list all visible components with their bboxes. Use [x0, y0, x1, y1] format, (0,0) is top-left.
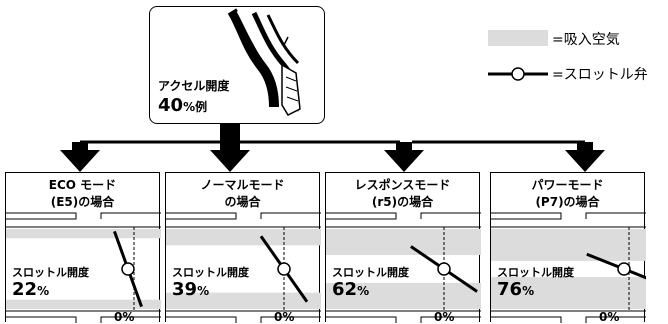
throttle-opening-label: スロットル開度 — [497, 266, 574, 279]
intake-air-band-lower — [6, 299, 161, 309]
intake-air-band-lower — [326, 282, 481, 309]
throttle-valve-legend-label: =スロットル弁 — [552, 67, 648, 83]
throttle-body-power — [491, 212, 646, 323]
normal-mode-title: ノーマルモードの場合 — [200, 178, 285, 209]
zero-percent-label: 0% — [274, 310, 295, 324]
throttle-body-response — [326, 212, 481, 323]
throttle-opening-value: 62% — [332, 279, 370, 300]
throttle-opening-value: 76% — [497, 279, 535, 300]
throttle-valve-pivot — [121, 262, 135, 276]
power-mode-title: パワーモード(P7)の場合 — [531, 178, 604, 209]
flow-arrows — [60, 124, 605, 172]
throttle-valve-pivot — [277, 262, 291, 276]
arrow-to-eco — [60, 142, 100, 172]
zero-percent-label: 0% — [434, 310, 455, 324]
intake-air-band-upper — [326, 229, 481, 256]
zero-percent-label: 0% — [114, 310, 135, 324]
intake-air-band-upper — [491, 229, 646, 261]
throttle-opening-label: スロットル開度 — [12, 266, 89, 279]
pedal-opening-value: 40%例 — [158, 95, 208, 116]
throttle-opening-value: 39% — [172, 279, 210, 300]
throttle-valve-pivot — [437, 262, 451, 276]
arrow-to-normal — [210, 142, 250, 172]
throttle-valve-pivot — [617, 262, 631, 276]
intake-air-band-upper — [166, 229, 321, 246]
intake-air-band-lower — [491, 277, 646, 309]
accelerator-pedal-illustration — [227, 8, 301, 116]
throttle-valve-legend-symbol — [488, 67, 548, 81]
arrow-to-power — [565, 142, 605, 172]
intake-air-band-lower — [166, 292, 321, 309]
eco-mode-title: ECO モード(E5)の場合 — [48, 178, 117, 209]
normal-mode-panel: ノーマルモードの場合 スロットル開度 39% 0% — [165, 172, 321, 324]
throttle-opening-value: 22% — [12, 279, 50, 300]
response-mode-title: レスポンスモード(r5)の場合 — [354, 178, 451, 209]
intake-air-swatch — [488, 30, 548, 46]
pedal-opening-label: アクセル開度 — [158, 79, 230, 93]
throttle-body-normal — [166, 212, 321, 323]
intake-air-legend-label: =吸入空気 — [552, 32, 620, 48]
intake-air-band-upper — [6, 229, 161, 239]
response-mode-panel: レスポンスモード(r5)の場合 スロットル開度 62% 0% — [325, 172, 481, 324]
throttle-opening-label: スロットル開度 — [172, 266, 249, 279]
arrow-to-response — [384, 142, 424, 172]
eco-mode-panel: ECO モード(E5)の場合 スロットル開度 22% 0% — [5, 172, 161, 324]
power-mode-panel: パワーモード(P7)の場合 スロットル開度 76% 0% — [490, 172, 646, 324]
zero-percent-label: 0% — [599, 310, 620, 324]
accelerator-pedal-box: アクセル開度 40%例 — [149, 6, 325, 124]
throttle-body-eco — [6, 212, 161, 323]
throttle-opening-label: スロットル開度 — [332, 266, 409, 279]
